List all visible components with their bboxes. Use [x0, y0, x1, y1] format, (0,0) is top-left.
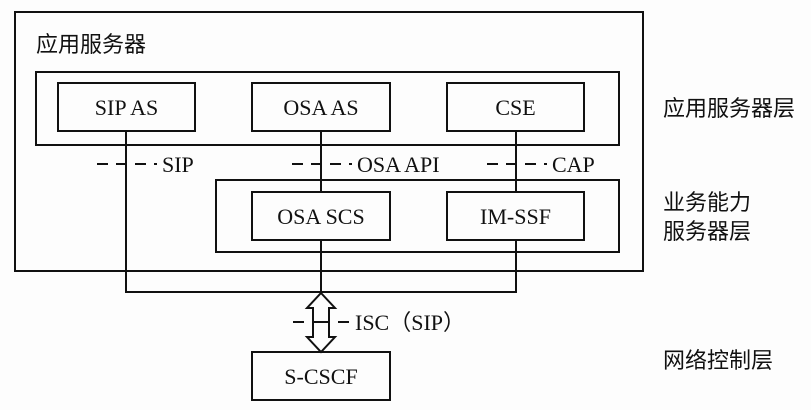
interface-osa-api-label: OSA API: [357, 152, 440, 177]
node-sip-as-label: SIP AS: [95, 95, 158, 120]
layer-label-network-control: 网络控制层: [663, 349, 773, 374]
layer-label-scs-line2: 服务器层: [663, 220, 751, 245]
interface-osa-api: OSA API: [292, 152, 440, 177]
scs-layer-box: [215, 179, 620, 253]
node-cse: CSE: [446, 82, 585, 132]
interface-cap: CAP: [487, 152, 595, 177]
layer-label-scs-line1: 业务能力: [663, 191, 751, 216]
app-server-container: [14, 11, 644, 272]
node-s-cscf: S-CSCF: [251, 351, 391, 401]
app-server-title: 应用服务器: [36, 33, 146, 58]
interface-isc-label: ISC（SIP）: [355, 310, 465, 335]
node-osa-as-label: OSA AS: [283, 95, 358, 120]
node-im-ssf-label: IM-SSF: [480, 204, 551, 229]
node-osa-scs: OSA SCS: [251, 191, 391, 241]
interface-cap-label: CAP: [552, 152, 595, 177]
isc-double-arrow-icon: [304, 291, 338, 354]
app-server-layer-box: [35, 71, 620, 146]
node-s-cscf-label: S-CSCF: [284, 364, 357, 389]
node-im-ssf: IM-SSF: [446, 191, 585, 241]
node-osa-scs-label: OSA SCS: [277, 204, 364, 229]
node-cse-label: CSE: [495, 95, 535, 120]
interface-sip: SIP: [97, 152, 194, 177]
interface-sip-label: SIP: [162, 152, 194, 177]
node-sip-as: SIP AS: [57, 82, 196, 132]
node-osa-as: OSA AS: [251, 82, 391, 132]
layer-label-app-server: 应用服务器层: [663, 97, 795, 122]
interface-isc: ISC（SIP）: [293, 310, 465, 335]
